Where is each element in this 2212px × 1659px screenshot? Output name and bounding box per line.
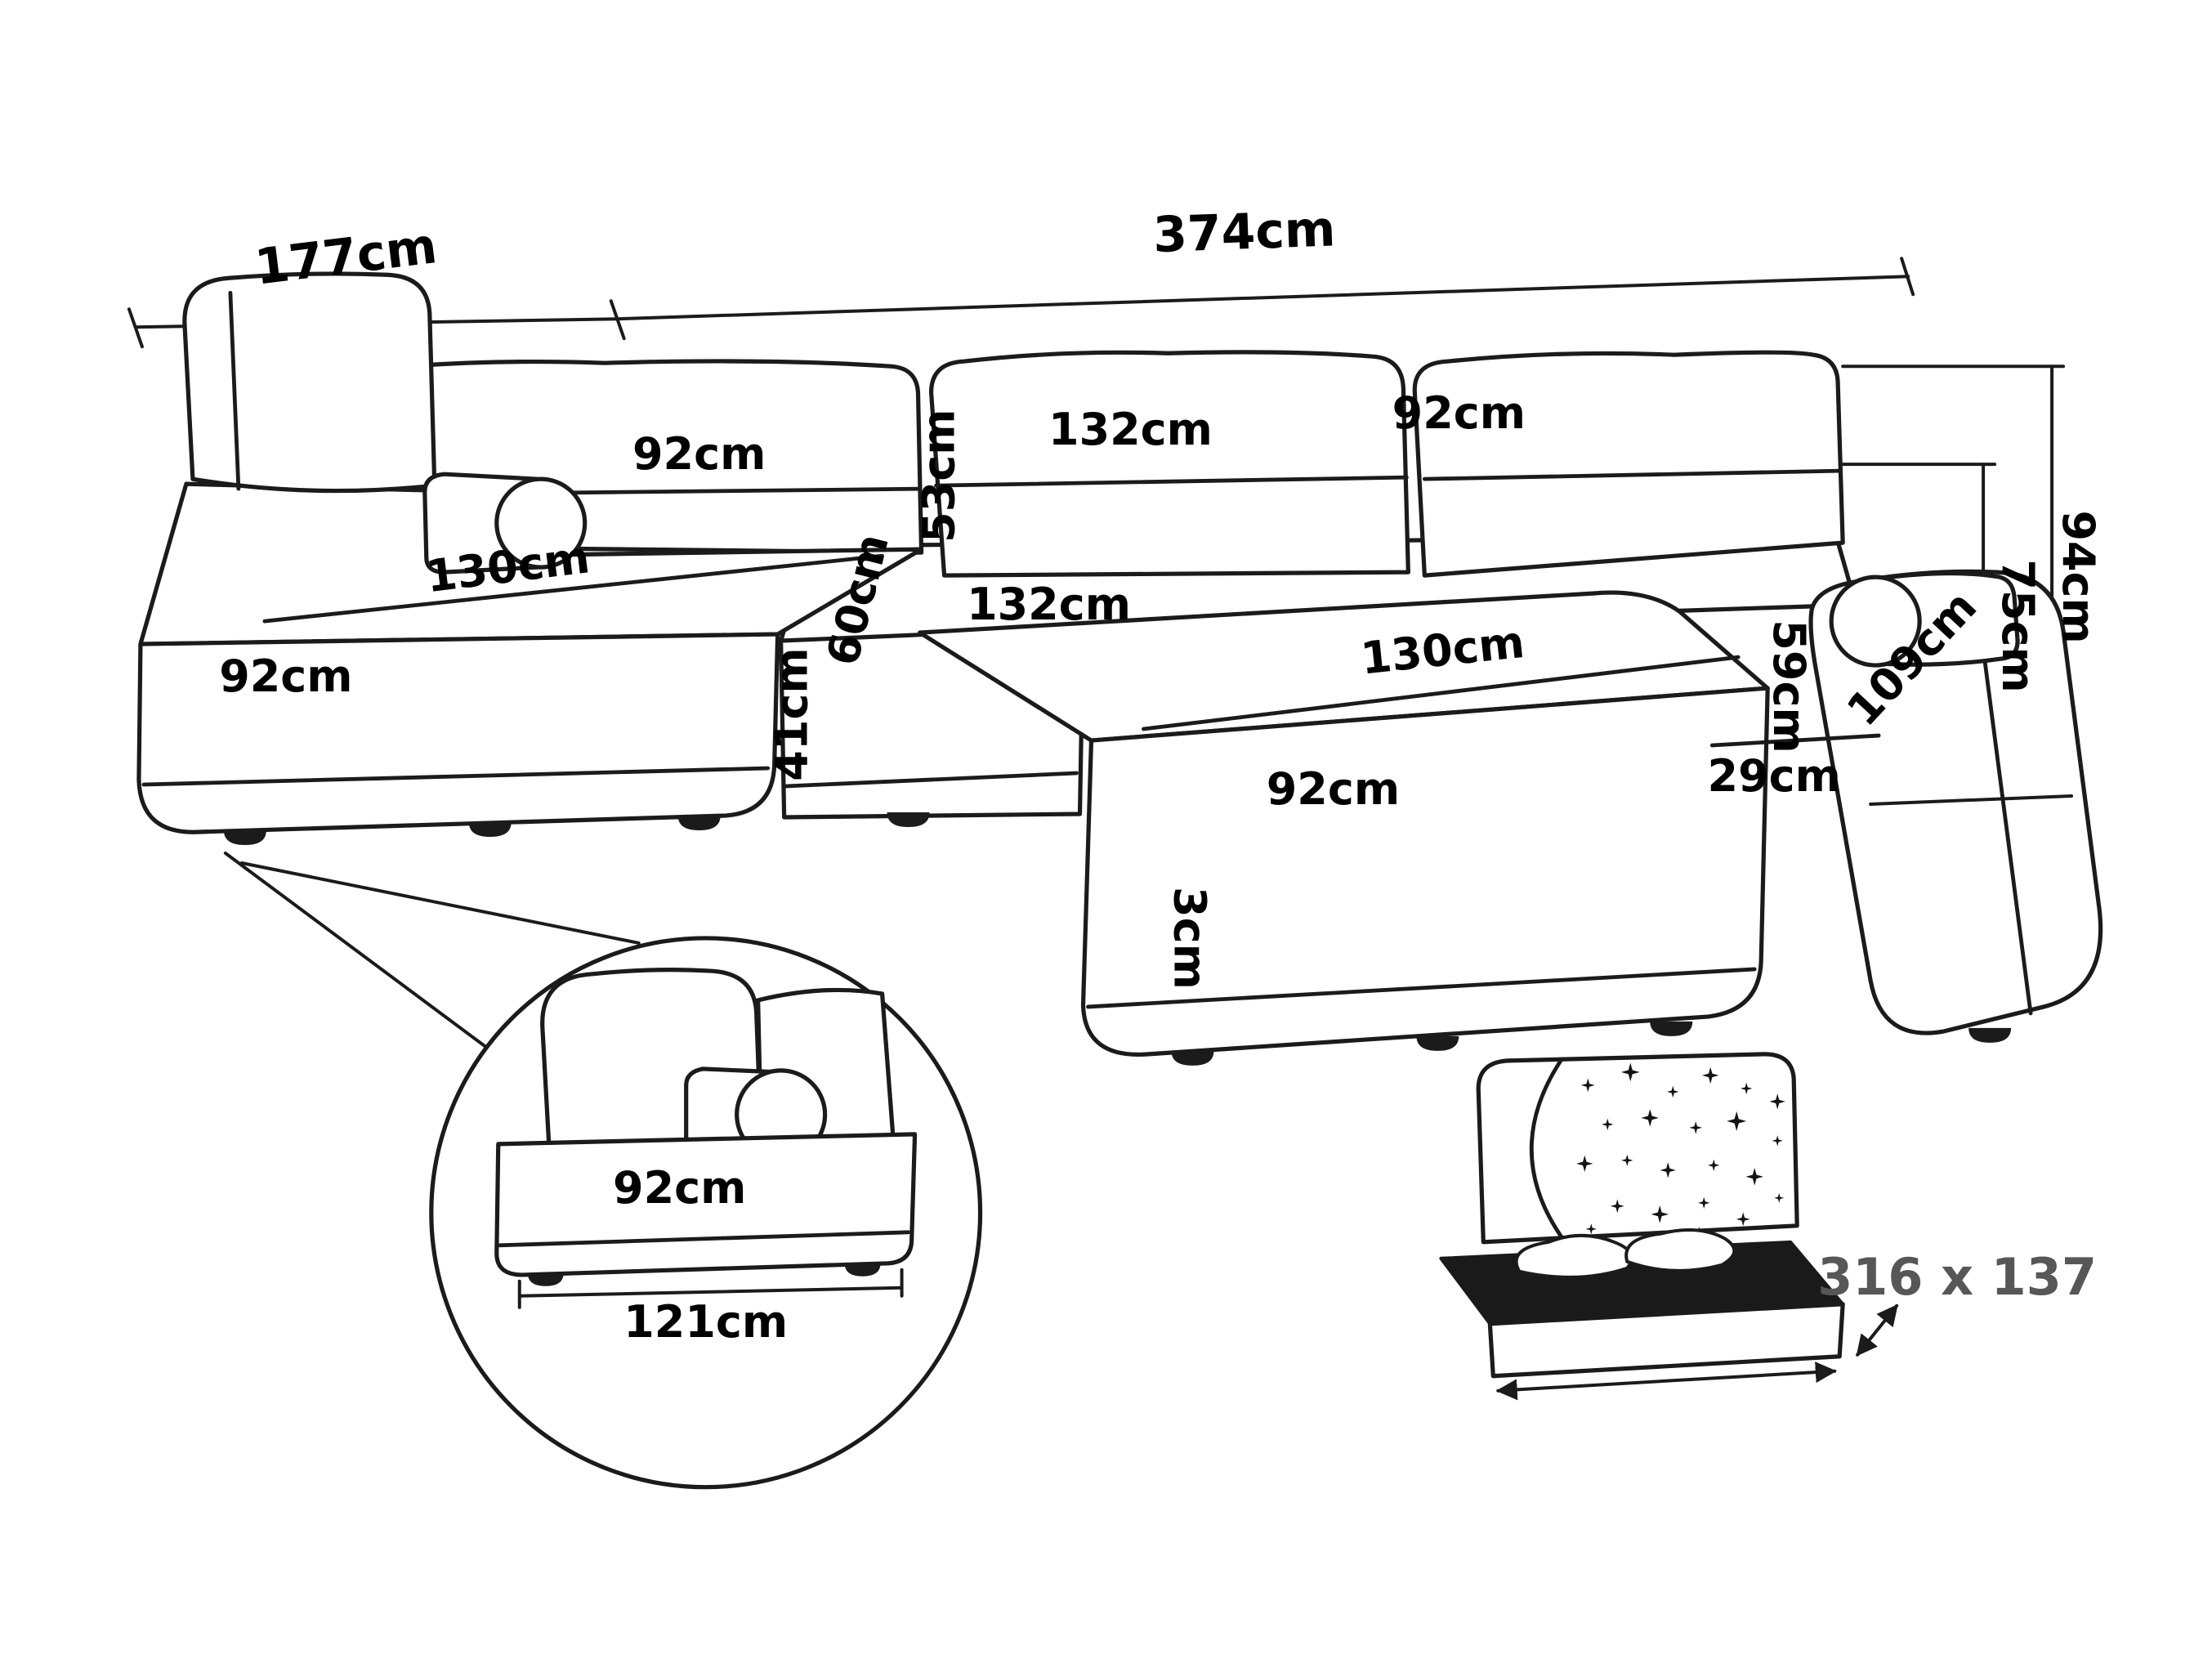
detail-chaise-front-face (494, 1132, 918, 1277)
middle-backrest-seam (934, 475, 1409, 488)
bed-headboard-crescent (1529, 1057, 1567, 1245)
backrest-height-label: 75cm (1992, 559, 2044, 692)
sofa-bed-function-icon (1439, 1052, 1899, 1401)
detail-front-seam (498, 1230, 910, 1248)
backrest-left-width-label: 92cm (632, 428, 766, 480)
middle-backrest (928, 350, 1410, 578)
width-dimension-tick-left (609, 299, 626, 341)
middle-front-seam (784, 771, 1079, 789)
bed-pillow (1514, 1233, 1633, 1279)
right-chaise-front-seam (1086, 967, 1757, 1009)
armrest-upper-height-label: 59cm (1763, 619, 1815, 753)
bed-length-arrow (1495, 1362, 1837, 1401)
backrest-cushion-height-label: 53cm (914, 409, 965, 542)
sofa-leg (1650, 1021, 1693, 1036)
sleeping-area-label: 316 x 137 (1817, 1247, 2097, 1307)
right-backrest-seam (1422, 468, 1842, 481)
height-dimension-tick-bottom (1869, 794, 2074, 807)
detail-seat-width-label: 92cm (613, 1162, 746, 1214)
backrest-middle-width-label: 132cm (1048, 404, 1213, 455)
armrest-side-seam (1709, 733, 1881, 748)
sofa-leg (223, 830, 266, 845)
bed-base (1487, 1302, 1845, 1379)
left-armrest (182, 271, 437, 494)
leg-height-label: 3cm (1164, 887, 1215, 990)
right-chaise-length-seam (1142, 655, 1741, 731)
total-width-label: 374cm (1152, 200, 1337, 264)
armrest-lower-height-label: 29cm (1708, 750, 1841, 802)
bed-headboard (1476, 1052, 1799, 1245)
left-chaise-length-seam (262, 553, 885, 624)
right-chaise-width-label: 92cm (1267, 763, 1400, 815)
total-height-label: 94cm (2053, 510, 2104, 643)
seat-front-height-label: 41cm (766, 647, 818, 780)
left-chaise-front-face (136, 632, 780, 834)
width-dimension-line (615, 275, 1910, 321)
detail-leg (844, 1263, 881, 1277)
sofa-leg (887, 812, 930, 828)
detail-zoom-callout (223, 851, 983, 1490)
sofa-drawing (136, 271, 2103, 1066)
depth-dimension-tick-left (127, 307, 144, 349)
sofa-leg (1968, 1027, 2012, 1043)
width-dimension-tick-right (1900, 257, 1915, 297)
sofa-leg (677, 816, 721, 830)
callout-leader-line (223, 851, 489, 1049)
right-bolster-cushion (1829, 575, 1922, 668)
bed-width-arrow (1856, 1304, 1899, 1357)
backrest-right-width-label: 92cm (1392, 387, 1526, 439)
callout-leader-line (239, 861, 641, 945)
seat-middle-width-label: 132cm (967, 579, 1131, 630)
detail-base-length-label: 121cm (623, 1296, 788, 1348)
left-bolster-cushion (494, 476, 588, 570)
left-chaise-width-label: 92cm (219, 651, 352, 702)
right-chaise-front-face (1080, 686, 1770, 1057)
sofa-feet (223, 812, 2012, 1066)
left-chaise-front-seam (141, 766, 771, 787)
right-backrest (1412, 350, 1845, 578)
sofa-leg (1171, 1050, 1214, 1066)
left-armrest-inner-edge (228, 290, 241, 491)
sofa-leg (1416, 1035, 1459, 1051)
sofa-leg (468, 822, 512, 837)
detail-leg (527, 1272, 564, 1286)
detail-dimension-line (517, 1286, 904, 1298)
bed-pillow (1624, 1228, 1736, 1272)
